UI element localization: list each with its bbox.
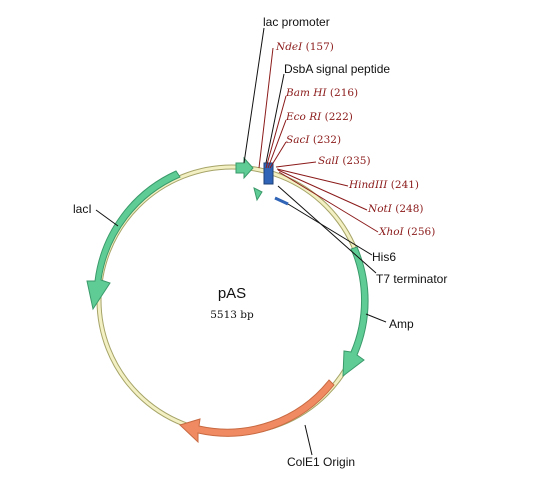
amp-label: Amp [389,317,414,331]
laci-label: lacI [73,202,92,216]
site-label-ndei: NdeI (157) [275,41,334,53]
his6-tag-mark [274,196,289,206]
amp-feature[interactable] [342,246,369,378]
his6-label: His6 [372,250,396,264]
plasmid-name: pAS [218,285,246,302]
cole1-origin-feature[interactable] [179,379,335,444]
site-label-hindiii: HindIII (241) [348,179,419,191]
site-label-saci: SacI (232) [286,134,341,146]
laci-feature[interactable] [86,170,181,311]
his6-leader [287,203,373,256]
cole1-origin-label: ColE1 Origin [287,455,355,469]
rbs-marker [253,187,263,202]
lac-promoter-label: lac promoter [263,15,330,29]
cole1-leader [304,424,313,456]
restriction-site-leaders [258,47,379,233]
amp-leader [365,313,387,323]
dsba-leader [265,73,285,164]
site-label-xhoi: XhoI (256) [378,226,435,238]
plasmid-size: 5513 bp [210,309,254,321]
site-label-ecori: Eco RI (222) [285,111,353,123]
t7-terminator-label: T7 terminator [376,272,447,286]
dsba-label: DsbA signal peptide [284,62,390,76]
site-label-sali: SalI (235) [318,155,371,167]
site-label-noti: NotI (248) [367,203,423,215]
t7-terminator-leader [277,185,377,274]
dsba-signal-peptide-block[interactable] [263,162,274,185]
lac-promoter-leader [243,27,265,164]
laci-leader [95,209,119,227]
site-label-bamhi: Bam HI (216) [285,87,358,99]
